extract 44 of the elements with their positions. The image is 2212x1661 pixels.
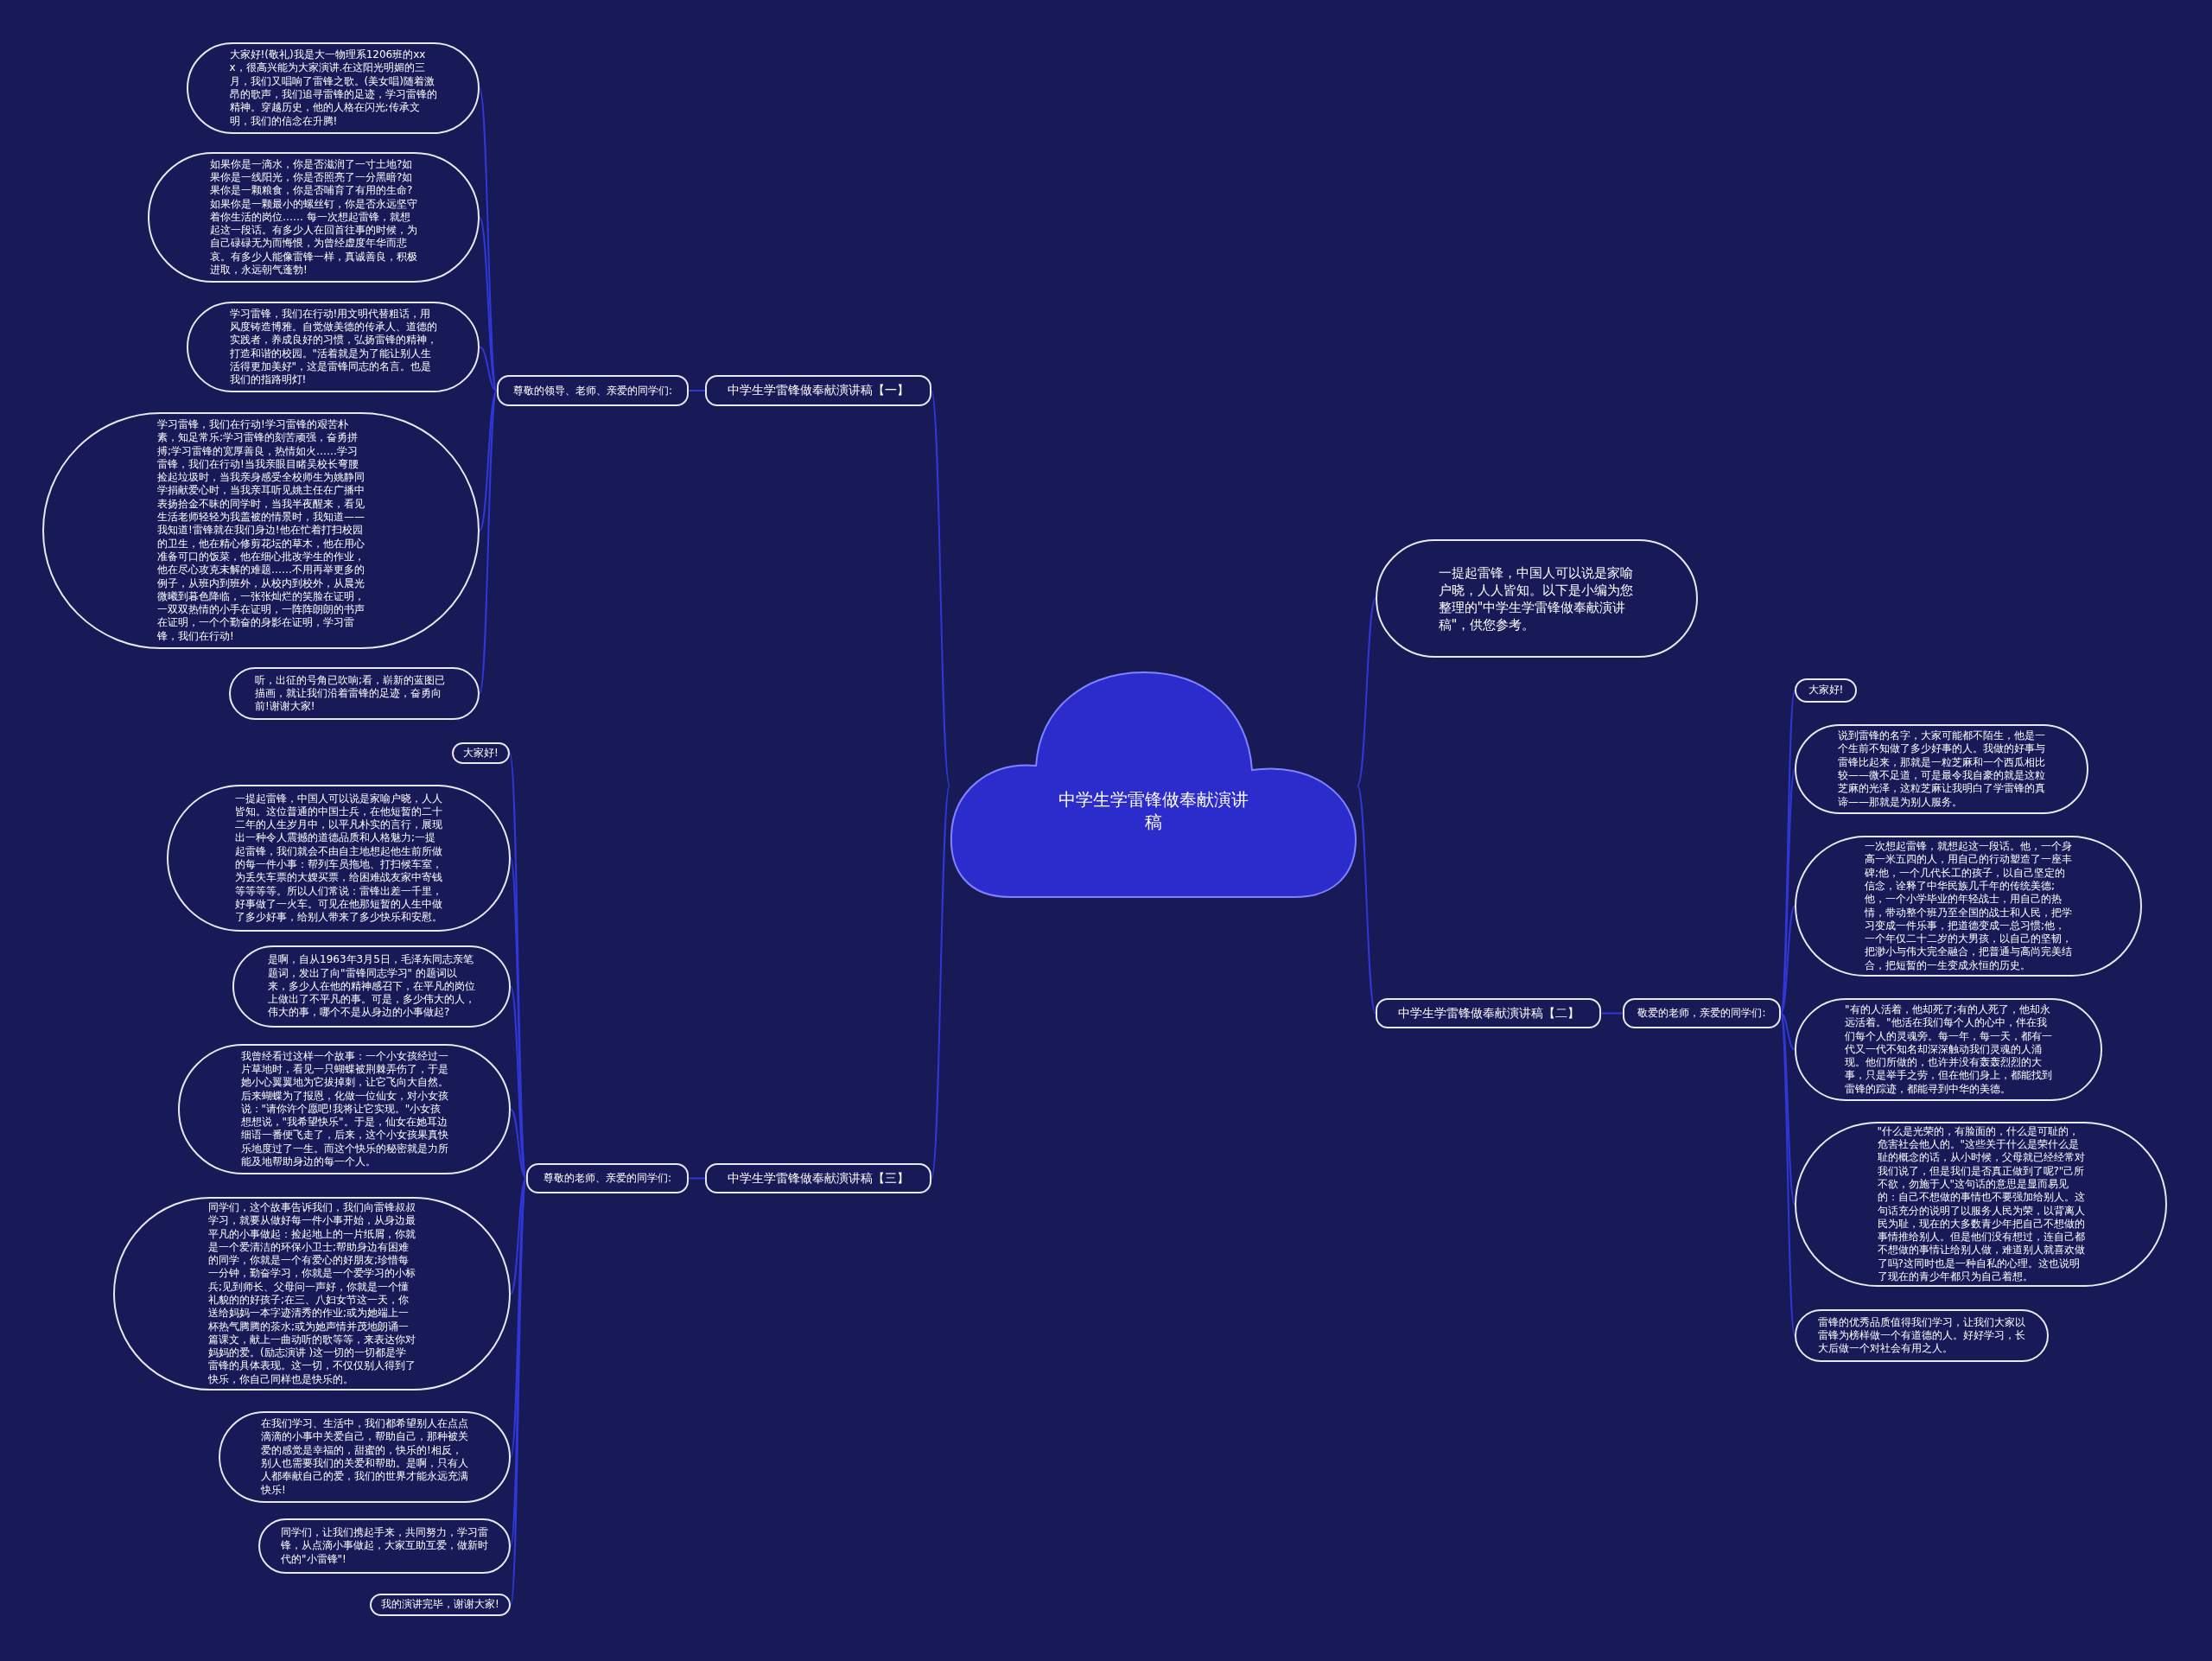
greeting-box: 尊敬的老师、亲爱的同学们: [526, 1163, 689, 1193]
connector-line [479, 87, 498, 391]
connector-line [931, 785, 950, 1180]
text-bubble: 是啊，自从1963年3月5日，毛泽东同志亲笔题词，发出了向"雷锋同志学习" 的题词以来，多少人在他的精神感召下，在平凡的岗位上做出了不平凡的事。可是，多少伟大的人，伟大的事，哪个不是从身边的小事做起? [232, 945, 511, 1028]
connector-line [479, 216, 498, 391]
text-bubble: 同学们，让我们携起手来，共同努力，学习雷锋，从点滴小事做起，大家互助互爱，做新时代的"小雷锋"! [258, 1518, 511, 1574]
connector-line [1780, 1012, 1796, 1051]
text-bubble: 大家好!(敬礼)我是大一物理系1206班的xxx，很高兴能为大家演讲.在这阳光明媚的三月，我们又唱响了雷锋之歌。(美女唱)随着激昂的歌声，我们追寻雷锋的足迹，学习雷锋的精神。穿越历史，他的人格在闪光;传承文明，我们的信念在升腾! [187, 42, 480, 134]
connector-line [1780, 1012, 1796, 1206]
text-bubble: 学习雷锋，我们在行动!学习雷锋的艰苦朴素，知足常乐;学习雷锋的刻苦顽强，奋勇拼搏;学习雷锋的宽厚善良，热情如火……学习雷锋，我们在行动!当我亲眼目睹吴校长弯腰捡起垃圾时，当我亲身感受全校师生为姚静同学捐献爱心时，当我亲耳听见姚主任在广播中表扬拾金不昧的同学时，当我半夜醒来，看见生活老师轻轻为我盖被的情景时，我知道——我知道!雷锋就在我们身边!他在忙着打扫校园的卫生，他在精心修剪花坛的草木，他在用心准备可口的饭菜，他在细心批改学生的作业，他在尽心攻克未解的难题……不用再举更多的例子，从班内到班外，从校内到校外，从晨光微曦到暮色降临，一张张灿烂的笑脸在证明，一双双热情的小手在证明，一阵阵朗朗的书声在证明，一个个勤奋的身影在证明，学习雷锋，我们在行动! [42, 412, 480, 649]
topic-box: 中学生学雷锋做奉献演讲稿【一】 [705, 375, 931, 406]
greeting-box: 敬爱的老师，亲爱的同学们: [1623, 998, 1781, 1028]
text-bubble: 一次想起雷锋，就想起这一段话。他，一个身高一米五四的人，用自己的行动塑造了一座丰碑;他，一个几代长工的孩子，以自己坚定的信念，诠释了中华民族几千年的传统美德;他，一个小学毕业的年轻战士，用自己的热情，带动整个班乃至全国的战士和人民，把学习变成一件乐事，把道德变成一总习惯;他，一个年仅二十二岁的大男孩，以自己的坚韧，把渺小与伟大完全融合，把普通与高尚完美结合，把短暂的一生变成永恒的历史。 [1795, 836, 2142, 977]
text-bubble: 雷锋的优秀品质值得我们学习，让我们大家以雷锋为榜样做一个有道德的人。好好学习，长大后做一个对社会有用之人。 [1795, 1309, 2049, 1362]
connector-line [510, 1177, 527, 1295]
connector-line [688, 390, 706, 391]
connector-line [479, 346, 498, 391]
central-cloud: 中学生学雷锋做奉献演讲稿 [950, 671, 1357, 901]
connector-line [1357, 785, 1376, 1015]
connector-line [1600, 1012, 1624, 1015]
text-bubble: 在我们学习、生活中，我们都希望别人在点点滴滴的小事中关爱自己，帮助自己，那种被关爱的感觉是幸福的，甜蜜的，快乐的!相反，别人也需要我们的关爱和帮助。是啊，只有人人都奉献自己的爱，我们的世界才能永远充满快乐! [219, 1411, 511, 1503]
text-bubble: "什么是光荣的，有脸面的，什么是可耻的，危害社会他人的。"这些关于什么是荣什么是耻的概念的话，从小时候，父母就已经经常对我们说了，但是我们是否真正做到了呢?"己所不欲，勿施于人"这句话的意思是显而易见的：自己不想做的事情也不要强加给别人。这句话充分的说明了以服务人民为荣，以背离人民为耻，现在的大多数青少年把自己不想做的事情推给别人。但是他们没有想过，连自己都不想做的事情让给别人做，难道别人就喜欢做了吗?这同时也是一种自私的心理。这也说明了现在的青少年都只为自己着想。 [1795, 1122, 2167, 1287]
text-bubble: 同学们，这个故事告诉我们，我们向雷锋叔叔学习，就要从做好每一件小事开始，从身边最平凡的小事做起：捡起地上的一片纸屑，你就是一个爱清洁的环保小卫士;帮助身边有困难的同学，你就是一个有爱心的好朋友;珍惜每一分钟，勤奋学习，你就是一个爱学习的小标兵;见到师长、父母问一声好，你就是一个懂礼貌的的好孩子;在三、八妇女节这一天，你送给妈妈一本字迹清秀的作业;或为她端上一杯热气腾腾的茶水;或为她声情并茂地朗诵一篇课文，献上一曲动听的歌等等，来表达你对妈妈的爱。(励志演讲 )这一切的一切都是学雷锋的具体表现。这一切，不仅仅别人得到了快乐，你自己同样也是快乐的。 [113, 1197, 511, 1391]
topic-box: 中学生学雷锋做奉献演讲稿【三】 [705, 1163, 931, 1193]
text-bubble: 一提起雷锋，中国人可以说是家喻户晓，人人皆知。这位普通的中国士兵，在他短暂的二十二年的人生岁月中，以平凡朴实的言行，展现出一种令人震撼的道德品质和人格魅力;一提起雷锋，我们就会不由自主地想起他生前所做的每一件小事：帮列车员拖地、打扫候车室，为丢失车票的大嫂买票，给困难战友家中寄钱等等等等。所以人们常说：雷锋出差一千里，好事做了一火车。可见在他那短暂的人生中做了多少好事，给别人带来了多少快乐和安慰。 [167, 785, 511, 932]
connector-line [688, 1177, 706, 1180]
connector-line [479, 390, 498, 531]
greeting-box: 尊敬的领导、老师、亲爱的同学们: [497, 375, 689, 406]
topic-box: 中学生学雷锋做奉献演讲稿【二】 [1376, 998, 1601, 1028]
connector-line [931, 390, 950, 786]
text-bubble: 学习雷锋，我们在行动!用文明代替粗话，用风度铸造博雅。自觉做美德的传承人、道德的实践者，养成良好的习惯，弘扬雷锋的精神，打造和谐的校园。"活着就是为了能让别人生活得更加美好"，这是雷锋同志的名言。也是我们的指路明灯! [187, 302, 480, 392]
text-bubble: 我的演讲完毕，谢谢大家! [370, 1594, 511, 1616]
text-bubble: 说到雷锋的名字，大家可能都不陌生，他是一个生前不知做了多少好事的人。我做的好事与雷锋比起来，那就是一粒芝麻和一个西瓜相比较——微不足道，可是最令我自豪的就是这粒芝麻的光泽，这粒芝麻让我明白了学雷锋的真谛——那就是为别人服务。 [1795, 724, 2088, 814]
connector-line [510, 1108, 527, 1180]
connector-line [479, 390, 498, 695]
text-bubble: 如果你是一滴水，你是否滋润了一寸土地?如果你是一线阳光，你是否照亮了一分黑暗?如果你是一颗粮食，你是否哺育了有用的生命?如果你是一颗最小的螺丝钉，你是否永远坚守着你生活的岗位…… 每一次想起雷锋，就想起这一段话。有多少人在回首往事的时候，为自己碌碌无为而悔恨，为曾经虚度年华而悲哀。有多少人能像雷锋一样，真诚善良，积极进取，永远朝气蓬勃! [148, 152, 480, 283]
text-bubble: 大家好! [452, 742, 510, 764]
text-bubble: 听，出征的号角已吹响;看，崭新的蓝图已描画，就让我们沿着雷锋的足迹，奋勇向前!谢谢大家! [229, 667, 480, 720]
text-bubble: 我曾经看过这样一个故事：一个小女孩经过一片草地时，看见一只蝴蝶被荆棘弄伤了，于是她小心翼翼地为它拔掉刺，让它飞向大自然。后来蝴蝶为了报恩，化做一位仙女，对小女孩说："请你许个愿吧!我将让它实现。"小女孩想想说，"我希望快乐"。于是，仙女在她耳边细语一番便飞走了，后来，这个小女孩果真快乐地度过了一生。而这个快乐的秘密就是力所能及地帮助身边的每一个人。 [178, 1044, 511, 1174]
connector-line [1357, 597, 1376, 786]
connector-line [1780, 905, 1796, 1015]
text-bubble: 大家好! [1795, 678, 1857, 703]
text-bubble: "有的人活着，他却死了;有的人死了，他却永远活着。"他活在我们每个人的心中，伴在我们每个人的灵魂旁。每一年，每一天，都有一代又一代不知名却深深触动我们灵魂的人涌现。他们所做的，也许并没有轰轰烈烈的大事，只是举手之劳，但在他们身上，都能找到雷锋的踪迹，都能寻到中华的美德。 [1795, 998, 2102, 1101]
text-bubble: 一提起雷锋，中国人可以说是家喻户晓，人人皆知。以下是小编为您整理的"中学生学雷锋做奉献演讲稿"，供您参考。 [1376, 539, 1698, 658]
